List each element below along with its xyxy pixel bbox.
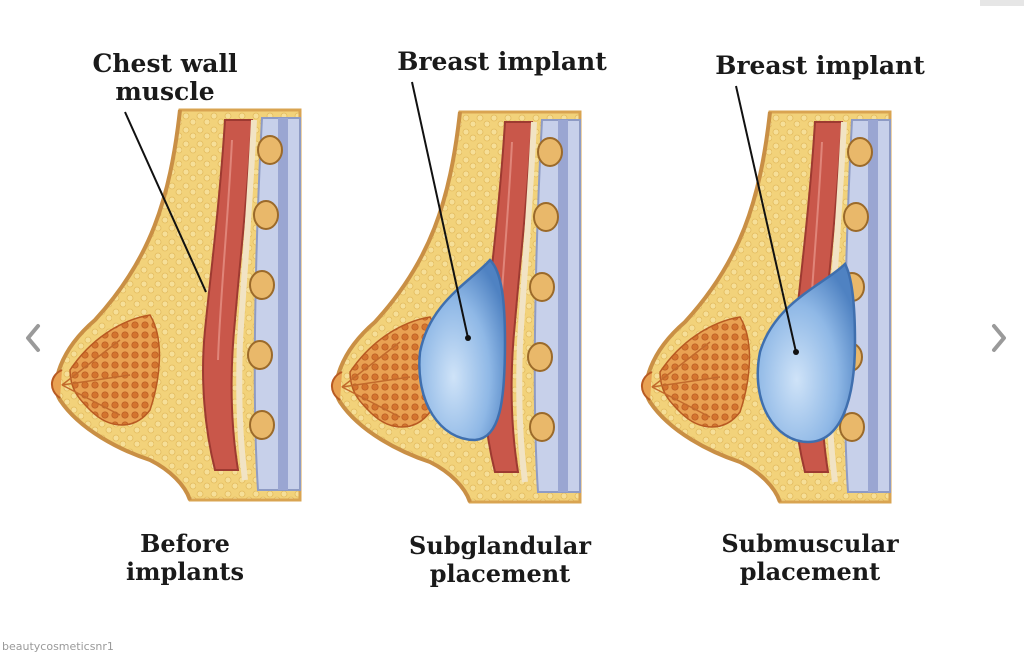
caption-before-line1: Before [140,529,230,558]
caption-subglandular: Subglandular placement [385,532,615,588]
caption-submuscular-line1: Submuscular [721,529,899,558]
panel-subglandular [332,112,580,502]
panel-submuscular [642,112,890,502]
caption-submuscular: Submuscular placement [690,530,930,586]
label-chest-wall-muscle: Chest wall muscle [80,50,250,106]
leader-line-chest-wall [124,111,207,293]
caption-before-line2: implants [125,557,244,586]
leader-line-implant-middle [411,81,469,339]
leader-line-implant-right [735,85,797,353]
label-breast-implant-right: Breast implant [715,51,925,80]
caption-submuscular-line2: placement [739,557,881,586]
label-chest-wall-line2: muscle [115,77,215,106]
caption-before-implants: Before implants [110,530,260,586]
chevron-left-icon [26,324,40,352]
label-breast-implant-middle: Breast implant [397,47,607,76]
caption-subglandular-line1: Subglandular [408,531,591,560]
prev-button[interactable] [20,318,46,358]
caption-subglandular-line2: placement [429,559,571,588]
next-button[interactable] [986,318,1012,358]
panel-before-implants [52,110,300,500]
implant-subglandular [418,258,507,442]
corner-tab [980,0,1024,6]
watermark-text: beautycosmeticsnr1 [2,640,114,653]
chevron-right-icon [992,324,1006,352]
label-chest-wall-line1: Chest wall [92,49,238,78]
